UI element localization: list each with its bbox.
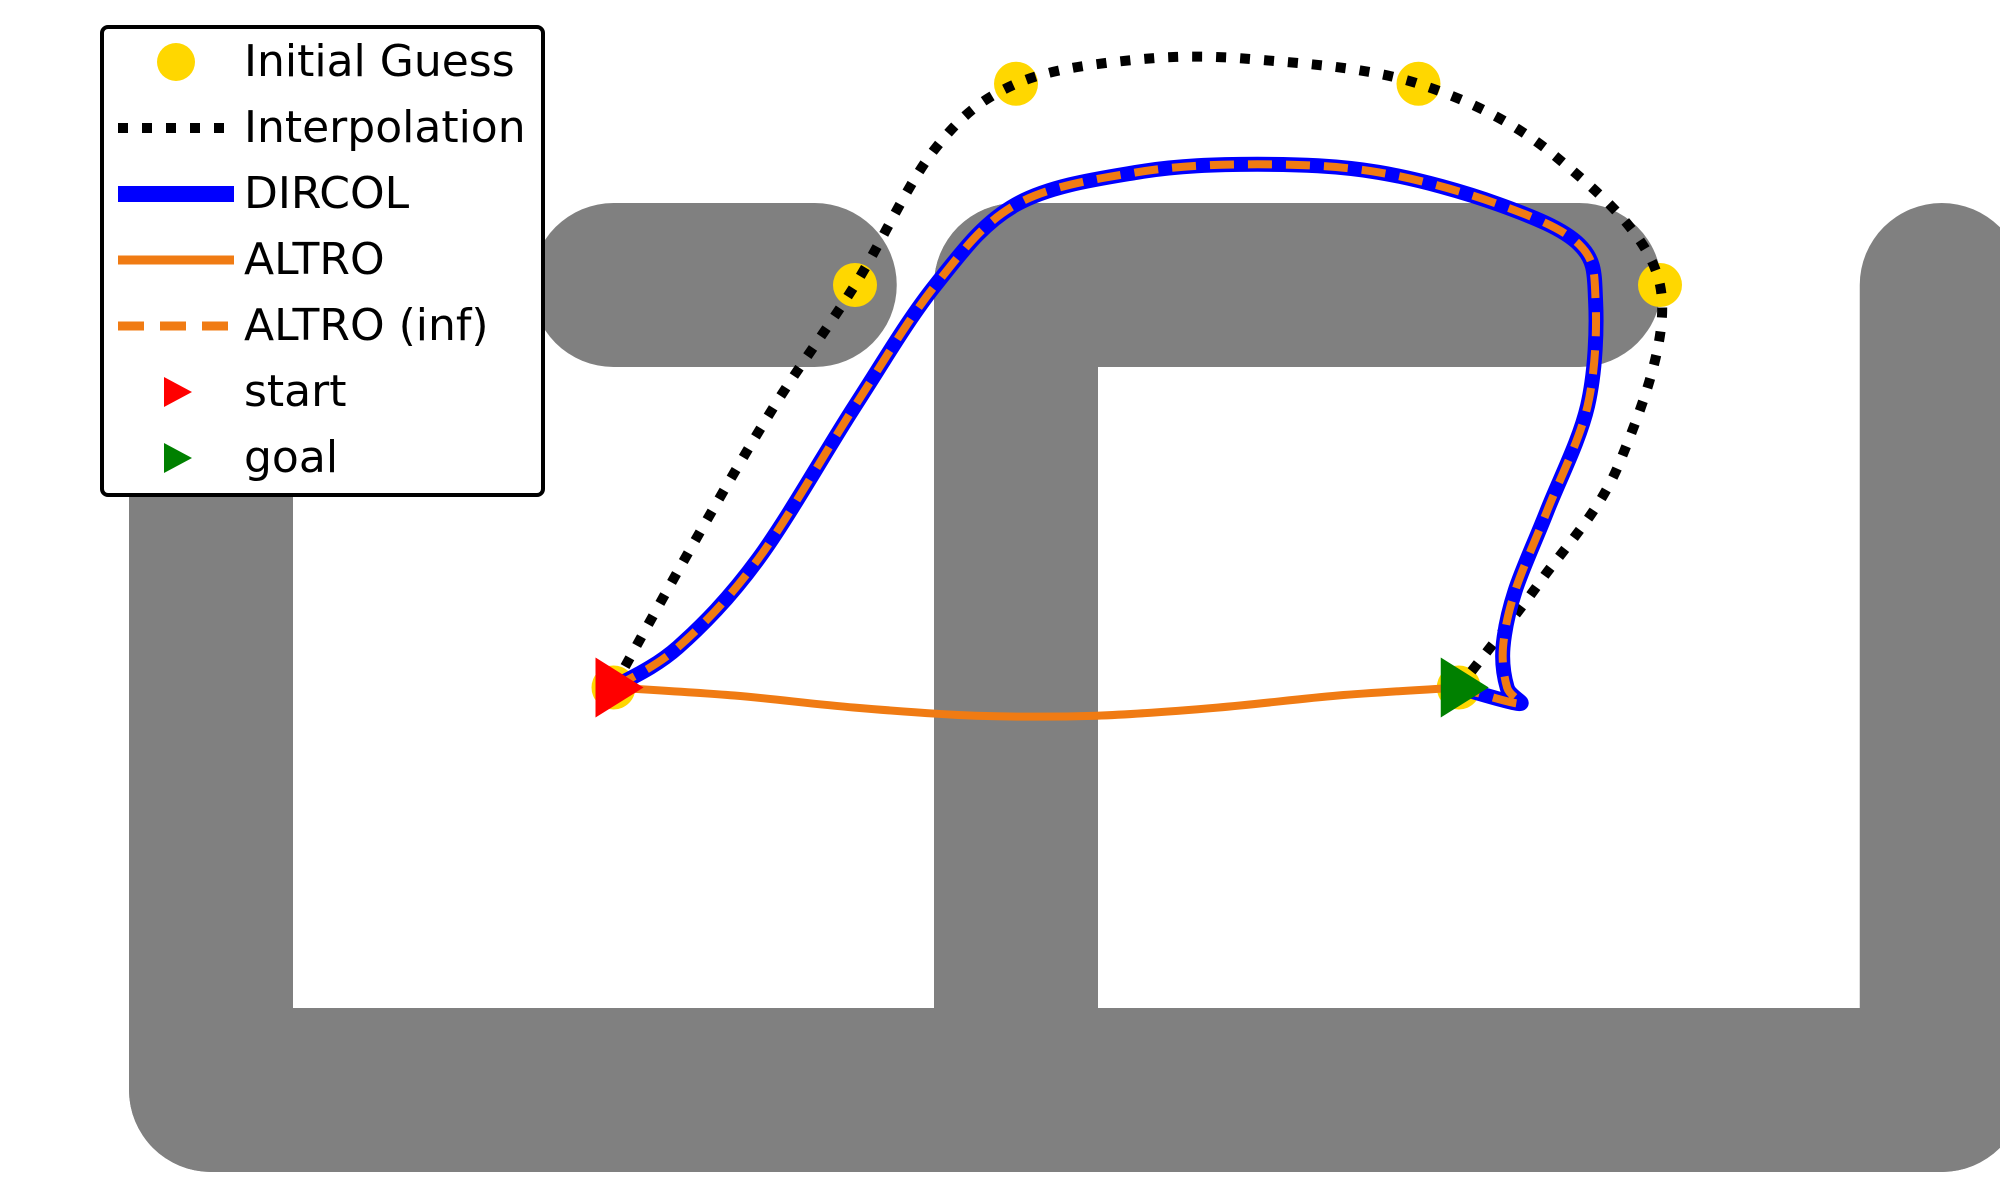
legend-item-altro-inf: ALTRO (inf) — [104, 293, 541, 359]
legend-marker-start — [164, 377, 192, 407]
legend-label-altro: ALTRO — [244, 234, 385, 285]
legend-item-altro: ALTRO — [104, 227, 541, 293]
altro-inf-line — [611, 160, 1601, 708]
series-layer — [591, 51, 1682, 721]
initial-guess-point-2 — [994, 61, 1038, 106]
legend-item-start: start — [104, 359, 541, 425]
legend-label-interpolation: Interpolation — [244, 102, 526, 153]
interpolation-line — [609, 51, 1668, 691]
initial-guess-point-1 — [833, 263, 877, 307]
legend-label-initial-guess: Initial Guess — [244, 36, 515, 87]
legend-item-interpolation: Interpolation — [104, 95, 541, 161]
legend-line-dircol — [118, 186, 234, 202]
altro-line — [609, 683, 1463, 721]
start-marker — [595, 657, 644, 718]
legend-item-dircol: DIRCOL — [104, 161, 541, 227]
legend-marker-goal — [164, 443, 192, 473]
marker-layer — [595, 657, 1489, 718]
legend-marker-initial-guess — [157, 43, 195, 81]
legend-item-goal: goal — [104, 425, 541, 491]
legend-label-goal: goal — [244, 432, 339, 483]
legend-line-interpolation — [118, 123, 234, 133]
legend-label-altro-inf: ALTRO (inf) — [244, 300, 489, 351]
legend-item-initial-guess: Initial Guess — [104, 29, 541, 95]
goal-marker — [1440, 657, 1489, 718]
initial-guess-point-3 — [1396, 61, 1441, 106]
legend-label-start: start — [244, 366, 347, 417]
legend-line-altro — [118, 255, 234, 265]
legend: Initial Guess Interpolation DIRCOL ALTRO… — [100, 25, 545, 497]
legend-label-dircol: DIRCOL — [244, 168, 410, 219]
legend-line-altro-inf — [118, 321, 234, 331]
